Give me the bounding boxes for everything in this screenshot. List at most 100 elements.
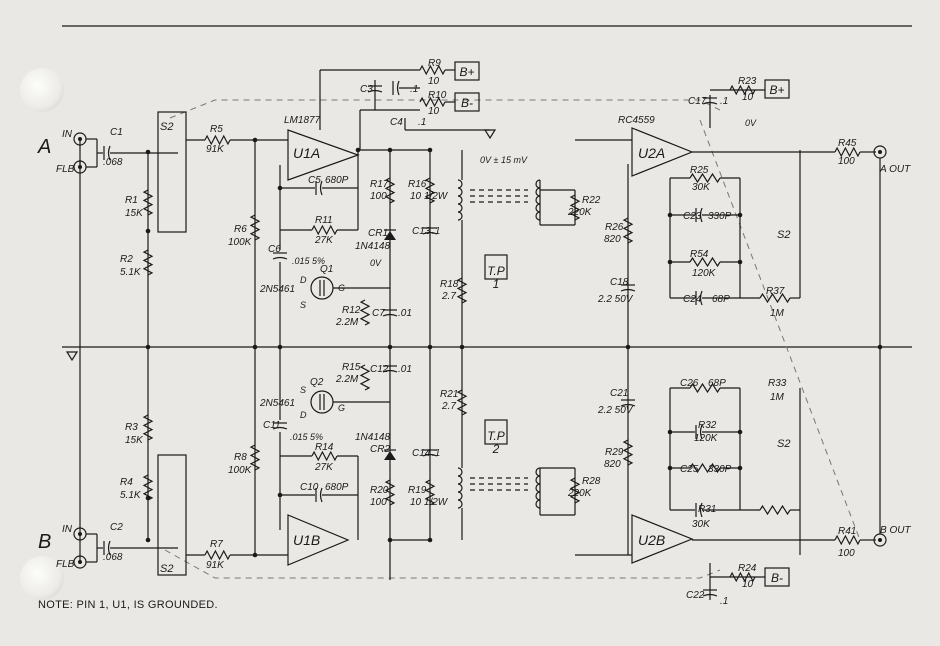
resistor	[359, 299, 371, 326]
b-plus-box-1	[454, 61, 480, 81]
junction-dot	[252, 137, 258, 143]
junction-dot	[625, 344, 631, 350]
q2-label: Q2	[310, 377, 324, 388]
junction-dot	[145, 344, 151, 350]
capacitor	[699, 207, 703, 223]
junction-dot	[737, 429, 743, 435]
r15-label: R15	[342, 362, 361, 373]
capacitor	[396, 80, 400, 96]
cr2-part: 1N4148	[355, 432, 390, 443]
r33-label: R33	[768, 378, 787, 389]
transformer-coil	[457, 203, 463, 213]
r9-label: R9	[428, 58, 441, 69]
r54-value: 120K	[692, 268, 717, 279]
test-point-2	[484, 419, 508, 445]
resistor	[759, 504, 791, 516]
junction-dot	[387, 537, 393, 543]
flb-jack-label: FLB	[56, 164, 75, 175]
wire	[699, 119, 861, 541]
resistor	[689, 382, 721, 394]
r20-label: R20	[370, 485, 389, 496]
r20-value: 100	[370, 497, 387, 508]
junction-dot	[277, 492, 283, 498]
resistor	[834, 146, 861, 158]
capacitor	[382, 369, 398, 373]
junction-dot	[459, 344, 465, 350]
c14-label: C14	[412, 448, 431, 459]
jack-center	[78, 560, 82, 564]
junction-dot	[277, 185, 283, 191]
c17-label: C17	[688, 96, 707, 107]
r1-value: 15K	[125, 208, 144, 219]
s2c-label: S2	[777, 229, 790, 241]
in-jack-label: IN	[62, 129, 73, 140]
capacitor	[620, 403, 636, 407]
c26-value: 68P	[708, 378, 726, 389]
resistor	[419, 64, 446, 76]
r29-value: 820	[604, 459, 621, 470]
diode	[384, 231, 396, 240]
r2-value: 5.1K	[120, 267, 142, 278]
resistor	[311, 224, 338, 236]
test-point-1-label: 1	[493, 277, 500, 291]
jack	[73, 555, 87, 569]
resistor	[142, 414, 154, 441]
jack	[73, 132, 87, 146]
c3-label: C3	[360, 84, 373, 95]
resistor	[359, 364, 371, 391]
junction-dot	[667, 465, 673, 471]
test-point-1	[484, 254, 508, 280]
opamp-u2a	[631, 127, 694, 177]
r45-label: R45	[838, 138, 857, 149]
r32-value: 120K	[694, 433, 719, 444]
resistor	[142, 474, 154, 501]
r41-label: R41	[838, 526, 856, 537]
junction-dot	[252, 552, 258, 558]
resistor	[424, 479, 436, 506]
r54-label: R54	[690, 249, 709, 260]
resistor	[456, 389, 468, 416]
transformer-coil	[457, 195, 463, 205]
u1a-label: U1A	[293, 145, 320, 161]
r41-value: 100	[838, 548, 855, 559]
binder-hole-top	[20, 68, 64, 112]
r24-label: R24	[738, 563, 757, 574]
junction-dot	[667, 259, 673, 265]
resistor	[456, 277, 468, 304]
r8-value: 100K	[228, 465, 253, 476]
in-jack-label: IN	[62, 524, 73, 535]
r23-label: R23	[738, 76, 757, 87]
test-point-2-label: T.P	[487, 429, 505, 443]
capacitor	[699, 424, 703, 440]
capacitor	[699, 290, 703, 306]
r26-label: R26	[605, 222, 624, 233]
r2-label: R2	[120, 254, 133, 265]
u2b-label: U2B	[638, 532, 665, 548]
u1-part-label: LM1877	[284, 115, 321, 126]
capacitor	[272, 256, 288, 260]
opamp-u2b	[631, 514, 694, 564]
r1-label: R1	[125, 195, 138, 206]
r5-label: R5	[210, 124, 223, 135]
c5-value: 680P	[325, 175, 349, 186]
c18-label: C18	[610, 277, 629, 288]
resistor	[204, 134, 231, 146]
jack-center	[878, 538, 882, 542]
resistor	[729, 84, 756, 96]
q1-0v-label: 0V	[370, 258, 382, 268]
c7-value: .01	[398, 308, 412, 319]
resistor	[249, 214, 261, 241]
resistor	[622, 439, 634, 466]
c23-value: 330P	[708, 211, 732, 222]
ground-symbol	[483, 129, 497, 140]
r16-value: 10 1/2W	[410, 191, 449, 202]
test-point-1-label: T.P	[487, 264, 505, 278]
resistor	[249, 444, 261, 471]
capacitor	[620, 288, 636, 292]
capacitor	[319, 180, 323, 196]
jack	[873, 145, 887, 159]
jack	[73, 160, 87, 174]
b-out-label: B OUT	[880, 525, 911, 536]
